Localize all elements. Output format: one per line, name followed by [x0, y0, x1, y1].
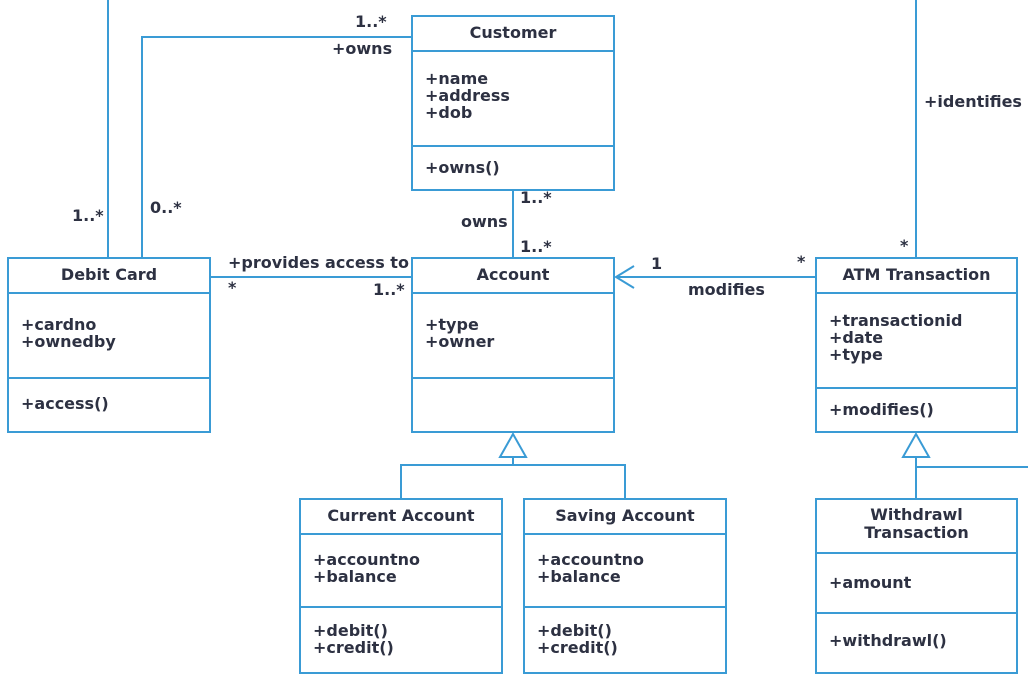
attribute: +accountno: [313, 550, 420, 569]
class-current-account[interactable]: Current Account +accountno +balance +deb…: [299, 498, 503, 674]
attribute: +owner: [425, 332, 495, 351]
attribute: +ownedby: [21, 332, 116, 351]
operation: +debit(): [537, 621, 612, 640]
class-name: Account: [476, 265, 550, 284]
modifies-arrowhead: [614, 265, 635, 289]
attribute: +type: [829, 345, 883, 364]
multiplicity-label: 1..*: [520, 188, 552, 207]
attribute: +name: [425, 69, 489, 88]
account-generalization-branch: [400, 464, 626, 499]
operation-list: +debit() +credit(): [525, 608, 725, 656]
class-name-line: Transaction: [864, 523, 969, 542]
class-debit-card[interactable]: Debit Card +cardno +ownedby +access(): [7, 257, 211, 433]
operation: +access(): [21, 394, 109, 413]
attribute: +date: [829, 328, 884, 347]
class-name: Withdrawl Transaction: [817, 500, 1016, 542]
atm-generalization-arrow: [901, 431, 931, 458]
multiplicity-label: 1..*: [520, 237, 552, 256]
multiplicity-label: 0..*: [150, 198, 182, 217]
association-label: +identifies: [924, 92, 1022, 111]
operation: +credit(): [537, 638, 618, 657]
class-atm-transaction[interactable]: ATM Transaction +transactionid +date +ty…: [815, 257, 1018, 433]
operation-list: [413, 377, 613, 431]
class-name: Saving Account: [555, 506, 695, 525]
multiplicity-label: 1: [651, 254, 663, 273]
association-label: +provides access to: [228, 253, 409, 272]
class-account[interactable]: Account +type +owner: [411, 257, 615, 433]
operation: +withdrawl(): [829, 631, 947, 650]
attribute-list: +cardno +ownedby: [9, 294, 209, 350]
multiplicity-label: *: [797, 252, 806, 271]
attribute-list: +name +address +dob: [413, 52, 613, 121]
attribute: +dob: [425, 103, 473, 122]
multiplicity-label: 1..*: [355, 12, 387, 31]
attribute-list: +accountno +balance: [301, 535, 501, 585]
operation-list: +withdrawl(): [817, 614, 1016, 649]
attribute: +type: [425, 315, 479, 334]
attribute-list: +type +owner: [413, 294, 613, 350]
operation-list: +owns(): [413, 147, 613, 176]
role-label: +owns: [332, 39, 393, 58]
account-generalization-arrow: [498, 431, 528, 458]
operation: +owns(): [425, 158, 500, 177]
operation-list: +modifies(): [817, 389, 1016, 418]
class-customer[interactable]: Customer +name +address +dob +owns(): [411, 15, 615, 191]
operation-list: +debit() +credit(): [301, 608, 501, 656]
association-label: modifies: [688, 280, 765, 299]
attribute: +amount: [829, 573, 912, 592]
attribute-list: +accountno +balance: [525, 535, 725, 585]
class-saving-account[interactable]: Saving Account +accountno +balance +debi…: [523, 498, 727, 674]
class-withdrawl-transaction[interactable]: Withdrawl Transaction +amount +withdrawl…: [815, 498, 1018, 674]
attribute: +balance: [537, 567, 621, 586]
attribute-list: +transactionid +date +type: [817, 294, 1016, 363]
attribute: +address: [425, 86, 510, 105]
operation: +credit(): [313, 638, 394, 657]
multiplicity-label: 1..*: [72, 206, 104, 225]
attribute: +balance: [313, 567, 397, 586]
attribute-list: +amount: [817, 554, 1016, 591]
operation: +modifies(): [829, 400, 934, 419]
operation-list: +access(): [9, 379, 209, 412]
association-label: owns: [461, 212, 508, 231]
class-name: Current Account: [327, 506, 475, 525]
class-name: Debit Card: [60, 265, 158, 284]
class-name: ATM Transaction: [842, 265, 991, 284]
customer-card-association-line: [141, 36, 412, 258]
multiplicity-label: *: [900, 236, 909, 255]
attribute: +accountno: [537, 550, 644, 569]
class-name: Customer: [469, 23, 557, 42]
multiplicity-label: *: [228, 278, 237, 297]
operation: +debit(): [313, 621, 388, 640]
attribute: +cardno: [21, 315, 97, 334]
class-name-line: Withdrawl: [870, 505, 963, 524]
multiplicity-label: 1..*: [373, 280, 405, 299]
attribute: +transactionid: [829, 311, 963, 330]
